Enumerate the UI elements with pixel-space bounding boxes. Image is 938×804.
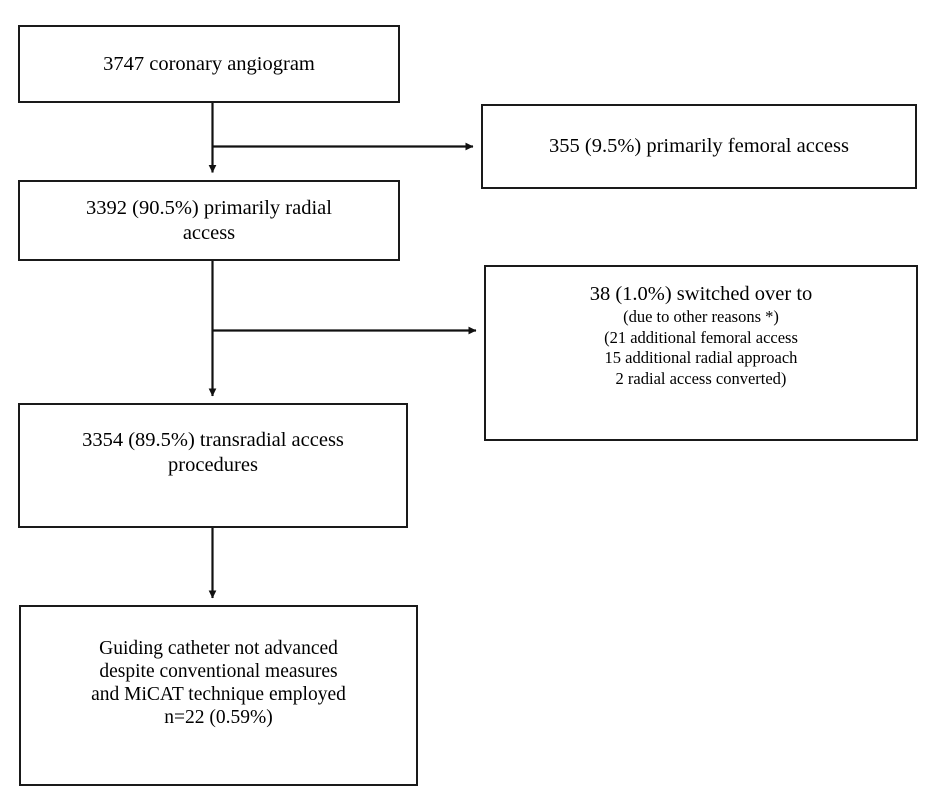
node-headline: 38 (1.0%) switched over to xyxy=(589,282,813,305)
node-line: n=22 (0.59%) xyxy=(164,706,273,728)
node-line: 2 radial access converted) xyxy=(615,368,787,388)
node-switched-over-to-text: 38 (1.0%) switched over to (due to other… xyxy=(590,282,813,388)
node-transradial-access-procedures: 3354 (89.5%) transradial access procedur… xyxy=(18,403,408,528)
node-line: access xyxy=(182,221,236,244)
node-coronary-angiogram-text: 3747 coronary angiogram xyxy=(103,52,315,76)
node-line: procedures xyxy=(168,453,258,476)
node-line: 3392 (90.5%) primarily radial xyxy=(86,197,332,220)
node-primarily-femoral-access-text: 355 (9.5%) primarily femoral access xyxy=(549,134,849,158)
node-primarily-radial-access-text: 3392 (90.5%) primarily radial access xyxy=(86,196,332,244)
node-line: despite conventional measures xyxy=(99,660,338,682)
node-primarily-radial-access: 3392 (90.5%) primarily radial access xyxy=(18,180,400,261)
node-switched-over-to: 38 (1.0%) switched over to (due to other… xyxy=(484,265,918,441)
node-line: (21 additional femoral access xyxy=(604,327,798,347)
node-line: (due to other reasons *) xyxy=(623,307,779,327)
node-transradial-access-procedures-text: 3354 (89.5%) transradial access procedur… xyxy=(82,428,344,476)
node-line: Guiding catheter not advanced xyxy=(99,637,338,659)
node-primarily-femoral-access: 355 (9.5%) primarily femoral access xyxy=(481,104,917,189)
node-coronary-angiogram: 3747 coronary angiogram xyxy=(18,25,400,103)
node-line: 3747 coronary angiogram xyxy=(103,52,315,75)
node-micat-technique-employed-text: Guiding catheter not advanced despite co… xyxy=(91,637,346,729)
node-line: 355 (9.5%) primarily femoral access xyxy=(549,135,849,158)
node-line: and MiCAT technique employed xyxy=(91,683,346,705)
node-line: 15 additional radial approach xyxy=(604,348,798,368)
node-micat-technique-employed: Guiding catheter not advanced despite co… xyxy=(19,605,418,786)
node-line: 3354 (89.5%) transradial access xyxy=(82,429,344,452)
